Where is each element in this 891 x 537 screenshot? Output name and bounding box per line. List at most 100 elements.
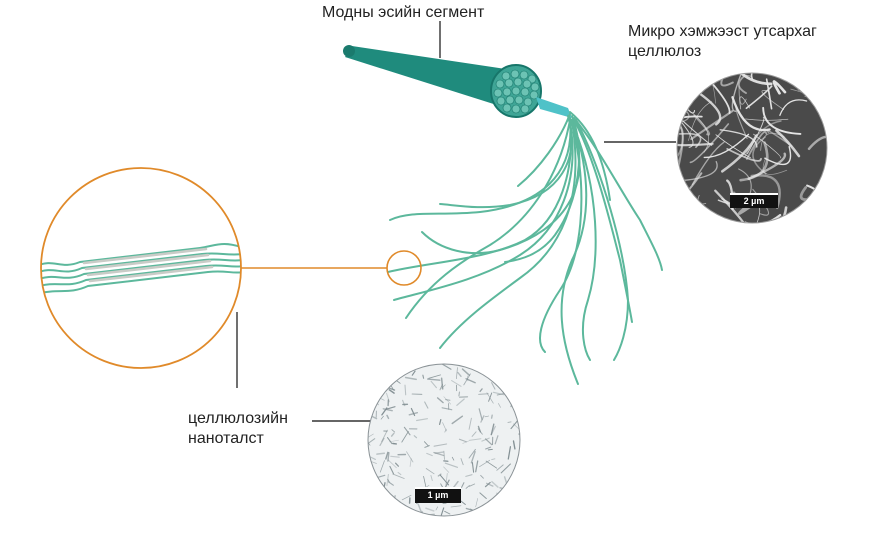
micrograph-fiber (677, 77, 687, 119)
micrograph-nanorod (513, 366, 520, 372)
micrograph-fiber (677, 83, 697, 96)
micrograph-nanorod (370, 504, 377, 516)
nanocrystal-core (88, 265, 214, 283)
micrograph-nanorod (459, 500, 466, 505)
micrograph-nanorod (491, 458, 496, 461)
segment-start-cap (343, 45, 355, 57)
micrograph-fiber (690, 110, 734, 141)
micrograph-nanorod (381, 429, 388, 443)
micrograph-fiber (772, 80, 787, 95)
micrograph-nanorod (507, 488, 513, 493)
micrograph-nanorod (368, 372, 382, 378)
micrograph-nanorod (433, 451, 445, 457)
nanocrystal-magnified (40, 167, 242, 369)
micrograph-nanorod (461, 482, 465, 488)
micrograph-nanorod (488, 370, 492, 376)
micrograph-fiber (731, 96, 771, 132)
micrograph-fiber (685, 218, 712, 223)
micrograph-fiber (717, 198, 731, 205)
micrograph-nanorod (380, 415, 384, 420)
micrograph-nanorod (498, 366, 512, 369)
micrograph-nanorod (426, 452, 433, 457)
micrograph-fiber (721, 134, 758, 173)
micrograph-fiber (762, 106, 802, 135)
micrograph-nanorod (507, 369, 512, 376)
micrograph-fiber (737, 74, 747, 94)
micrograph-nanorod (496, 499, 503, 507)
micrograph-nanorod (377, 371, 384, 376)
micrograph-nanorod (369, 456, 377, 461)
micrograph-nanorod (457, 371, 462, 377)
micrograph-fiber (746, 116, 765, 155)
micrograph-nanorod (379, 497, 386, 501)
micrograph-nanorod (485, 482, 494, 487)
micrograph-nanorod (386, 414, 390, 420)
micrograph-nanorod (481, 437, 490, 442)
micrograph-nanorod (422, 374, 425, 379)
micrograph-fiber (764, 146, 792, 166)
micrograph-nanorod (510, 478, 520, 482)
micrograph-nanorod (490, 414, 493, 419)
nanocrystal-strands (41, 242, 241, 295)
micrograph-nanorod (487, 448, 493, 451)
fibril (389, 119, 572, 221)
micrograph-nanorod (462, 440, 469, 444)
nanocrystal-core (86, 259, 212, 277)
micrograph-fiber (738, 85, 747, 105)
micrograph-nanorod (387, 459, 397, 469)
micrograph-nanorod (490, 423, 495, 436)
micrograph-nanorod (439, 384, 443, 391)
scale-bar-micro: 2 µm (730, 193, 778, 208)
micrograph-nanorod (381, 506, 384, 516)
micrograph-nanorod (424, 445, 430, 448)
micrograph-fiber (680, 108, 683, 123)
micrograph-nanorod (390, 455, 400, 458)
micrograph-nanorod (424, 401, 429, 409)
micrograph-nanorod (372, 511, 382, 516)
micrograph-nanorod (403, 426, 411, 436)
micrograph-nanorod (513, 502, 520, 513)
micrograph-nanorod (380, 364, 392, 373)
micrograph-nanorod (411, 370, 416, 376)
extracted-fibril-bundle (536, 97, 572, 118)
micrograph-nanorod (377, 364, 387, 371)
micrograph-nanorod (389, 465, 395, 475)
micrograph-fiber (720, 73, 736, 87)
fibril (571, 121, 597, 361)
micrograph-nanorod (372, 499, 376, 505)
nanocrystal-core (84, 253, 210, 271)
micrograph-nanorod (488, 392, 493, 402)
micrograph-fiber (677, 75, 686, 92)
micrograph-fiber (698, 92, 722, 126)
micrograph-fiber (735, 106, 748, 140)
label-nano-cellulose: целлюлозийн наноталст (188, 409, 288, 449)
leader-lines (236, 21, 676, 422)
micrograph-nanorod (368, 433, 374, 441)
micrograph-nanorod (475, 460, 479, 473)
micrograph-nanorod (515, 463, 520, 474)
micrograph-nanorod (486, 392, 494, 404)
micrograph-nanorod (441, 407, 453, 411)
micrograph-nanorod (445, 473, 448, 486)
micrograph-nanorod (368, 484, 372, 488)
micrograph-fiber (677, 111, 713, 146)
micrograph-nanorod (471, 431, 477, 437)
fibril (439, 115, 573, 209)
micrograph-nanorod (478, 393, 489, 395)
micrograph-nanorod (450, 505, 462, 508)
micrograph-nanorod (470, 364, 476, 368)
micrograph-nanorod (388, 389, 395, 394)
micrograph-nanorod (376, 373, 381, 376)
micrograph-fiber (762, 157, 788, 175)
micrograph-nanorod (465, 485, 470, 489)
micrograph-fiber (746, 131, 768, 160)
micrograph-nanorod (484, 438, 493, 446)
micrograph-nanorod (515, 465, 518, 477)
micrograph-nanorod (392, 473, 405, 479)
micrograph-nanorod (494, 435, 499, 445)
micrograph-nanorod (385, 406, 396, 410)
micrograph-nanorod (413, 435, 418, 439)
micrograph-nanorod (430, 380, 437, 389)
cellulose-fibrils (387, 111, 663, 385)
fibril (421, 117, 581, 255)
